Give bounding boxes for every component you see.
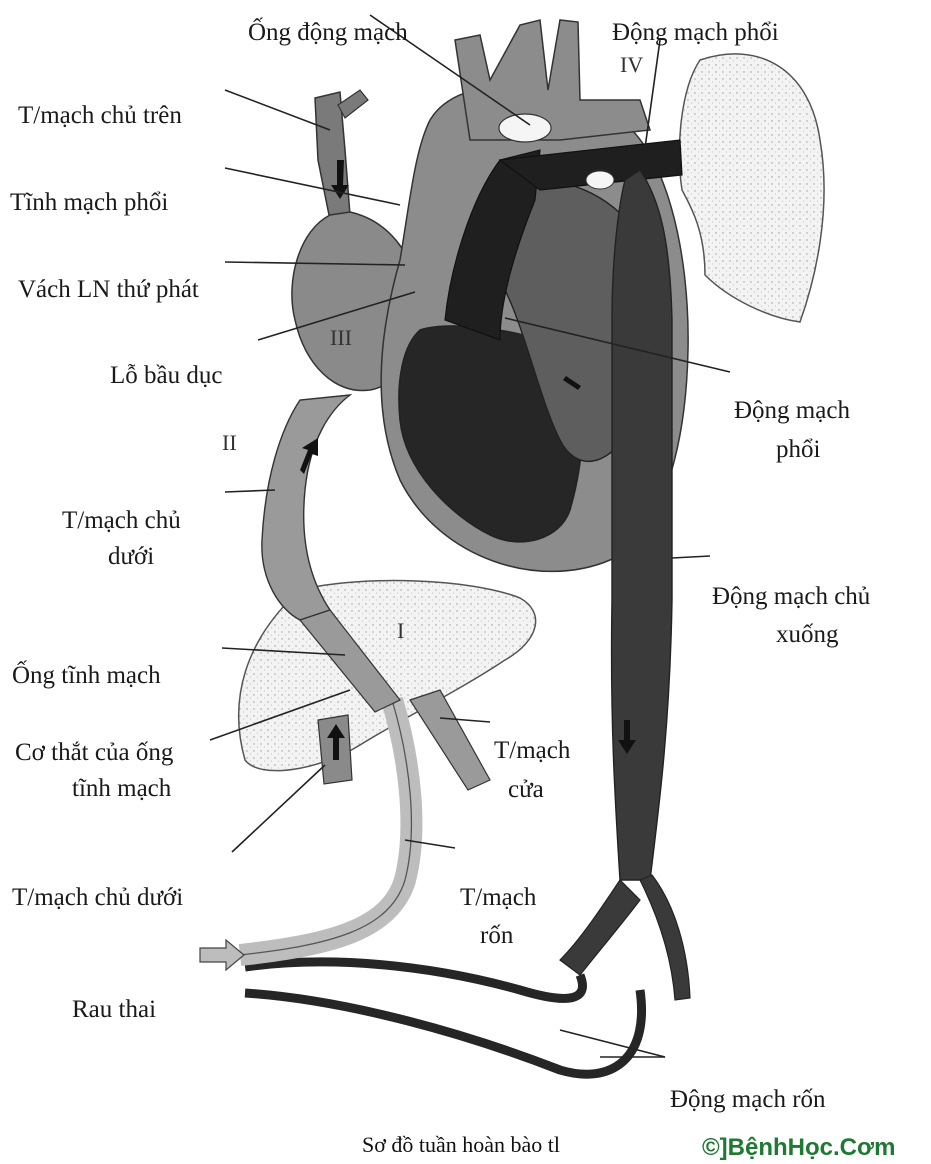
umbilical-artery-lower: [245, 990, 642, 1074]
label-portal-vein-2: cửa: [508, 776, 544, 803]
label-umbilical-vein-2: rốn: [480, 922, 514, 949]
label-umbilical-vein-1: T/mạch: [460, 884, 537, 911]
label-ductus-venosus: Ống tĩnh mạch: [12, 660, 161, 689]
placenta-arrow: [200, 940, 244, 970]
label-placenta: Rau thai: [72, 996, 156, 1023]
label-descending-aorta-1: Động mạch chủ: [712, 583, 871, 610]
umbilical-artery-upper: [245, 962, 583, 998]
roman-iii: III: [330, 325, 352, 350]
svc-branch: [338, 90, 368, 118]
label-sphincter-2: tĩnh mạch: [72, 775, 172, 802]
label-pulmonary-vein: Tĩnh mạch phổi: [10, 189, 168, 216]
label-pulmonary-artery-right-2: phổi: [776, 436, 821, 463]
watermark: ©]BệnhHọc.Cơm: [702, 1134, 895, 1161]
label-portal-vein-1: T/mạch: [494, 737, 571, 764]
portal-vein: [410, 690, 490, 790]
label-descending-aorta-2: xuống: [776, 621, 839, 648]
label-pulmonary-artery-right-1: Động mạch: [734, 397, 850, 424]
lung: [679, 54, 824, 322]
descending-aorta: [612, 170, 672, 880]
label-ivc-1: T/mạch chủ: [62, 507, 181, 534]
label-ivc-lower: T/mạch chủ dưới: [12, 884, 183, 911]
label-pulmonary-artery-top: Động mạch phổi: [612, 19, 779, 46]
roman-iv: IV: [620, 52, 643, 77]
label-ivc-2: dưới: [108, 543, 154, 570]
iliac-right: [640, 875, 690, 1000]
label-svc: T/mạch chủ trên: [18, 102, 182, 129]
label-sphincter-1: Cơ thắt của ống: [15, 739, 174, 766]
roman-ii: II: [222, 430, 237, 455]
valve-opening: [586, 171, 614, 189]
label-foramen-ovale: Lỗ bầu dục: [110, 362, 222, 389]
caption: Sơ đồ tuần hoàn bào tl: [362, 1132, 560, 1157]
liver: [239, 581, 536, 771]
label-umbilical-artery: Động mạch rốn: [670, 1086, 826, 1113]
label-ductus-arteriosus: Ống động mạch: [248, 17, 408, 46]
label-septum-secundum: Vách LN thứ phát: [18, 276, 199, 303]
ductus-opening: [499, 114, 551, 142]
roman-i: I: [397, 618, 404, 643]
iliac-left: [560, 880, 640, 975]
